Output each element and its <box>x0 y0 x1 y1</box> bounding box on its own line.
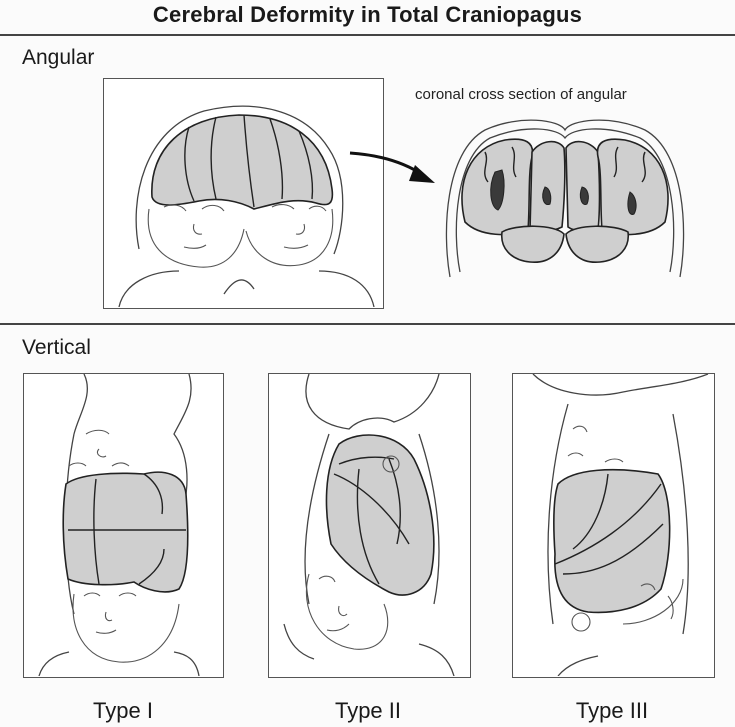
vertical-type-2-illustration <box>268 373 471 678</box>
vertical-section-label: Vertical <box>22 336 91 359</box>
vertical-type-3-illustration <box>512 373 715 678</box>
divider-middle <box>0 323 735 325</box>
vertical-type-1-illustration <box>23 373 224 678</box>
arrow-icon <box>349 151 435 183</box>
type-3-label: Type III <box>575 698 649 723</box>
figure-title: Cerebral Deformity in Total Craniopagus <box>152 2 583 27</box>
type-1-label: Type I <box>93 698 153 723</box>
angular-twins-illustration <box>103 78 384 309</box>
angular-section-label: Angular <box>22 46 95 69</box>
angular-cross-section-caption: coronal cross section of angular <box>415 86 627 103</box>
divider-top <box>0 34 735 36</box>
coronal-cross-section-drawing <box>445 119 685 278</box>
type-2-label: Type II <box>334 698 402 723</box>
